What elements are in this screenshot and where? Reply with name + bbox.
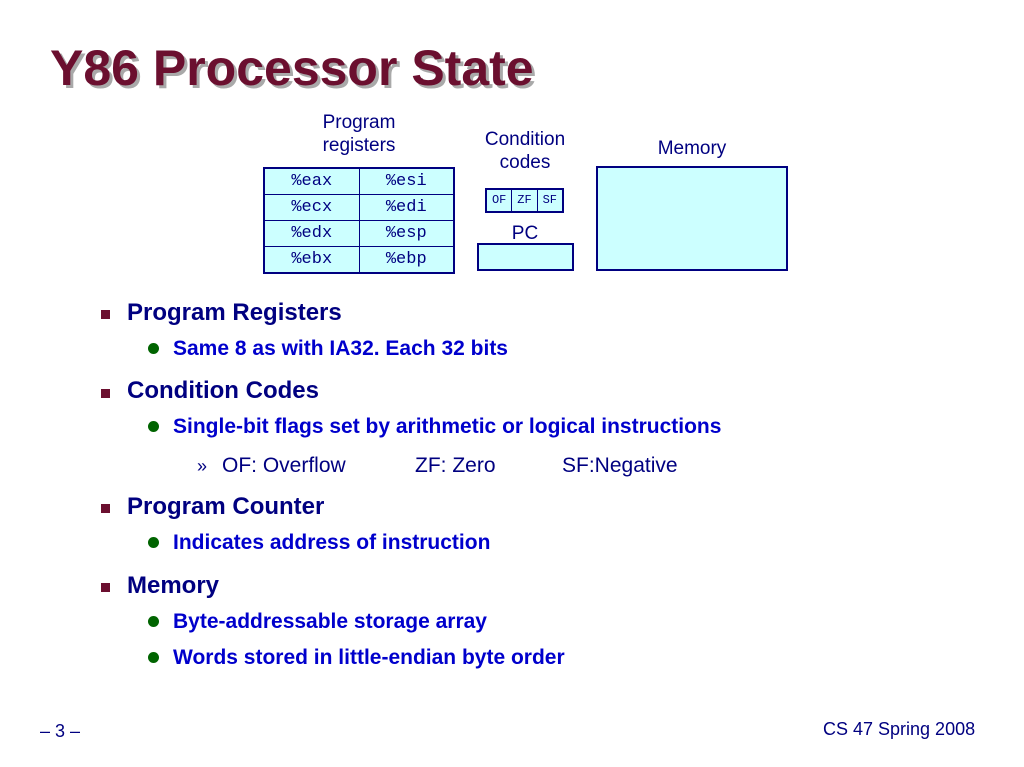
condition-codes-label-line-1: Condition — [484, 129, 566, 150]
flag-sf: SF — [542, 193, 558, 207]
condition-codes-box: OF ZF SF — [485, 188, 564, 213]
register-row: %eax %esi — [263, 167, 455, 195]
register-cell: %ebp — [358, 246, 455, 274]
sub-bullet: Words stored in little-endian byte order — [173, 646, 565, 669]
course-label: CS 47 Spring 2008 — [823, 719, 976, 739]
condition-codes-label: Condition codes — [467, 128, 583, 174]
square-bullet-icon — [101, 583, 110, 592]
register-cell: %edx — [263, 220, 360, 247]
sub-bullet: Byte-addressable storage array — [173, 610, 487, 633]
flag-description-zf: ZF: Zero — [415, 454, 496, 477]
memory-label: Memory — [657, 138, 727, 159]
condition-codes-label-line-2: codes — [499, 152, 551, 173]
register-row: %edx %esp — [263, 220, 455, 247]
flag-descriptions: OF: Overflow ZF: Zero SF:Negative — [222, 453, 678, 478]
bullet-program-registers: Program Registers — [127, 299, 342, 326]
round-bullet-icon — [148, 537, 159, 548]
register-cell: %eax — [263, 167, 360, 195]
square-bullet-icon — [101, 504, 110, 513]
register-cell: %esi — [358, 167, 455, 195]
flag-description-sf: SF:Negative — [562, 454, 678, 477]
square-bullet-icon — [101, 389, 110, 398]
memory-box — [596, 166, 788, 271]
round-bullet-icon — [148, 652, 159, 663]
flag-zf: ZF — [512, 190, 538, 211]
register-row: %ecx %edi — [263, 194, 455, 221]
flag-description-of: OF: Overflow — [222, 454, 346, 477]
slide-title: Y86 Processor State — [50, 40, 534, 96]
pc-box — [477, 243, 574, 271]
program-registers-label-line-2: registers — [322, 135, 396, 156]
page-number: – 3 – — [40, 721, 81, 741]
flag-of: OF — [487, 190, 513, 211]
sub-bullet: Single-bit flags set by arithmetic or lo… — [173, 415, 722, 438]
raquo-bullet-icon: » — [197, 456, 208, 476]
square-bullet-icon — [101, 310, 110, 319]
register-cell: %edi — [358, 194, 455, 221]
sub-bullet: Same 8 as with IA32. Each 32 bits — [173, 337, 508, 360]
round-bullet-icon — [148, 421, 159, 432]
sub-bullet: Indicates address of instruction — [173, 531, 491, 554]
round-bullet-icon — [148, 616, 159, 627]
pc-label: PC — [511, 223, 539, 244]
program-registers-label: Program registers — [300, 111, 418, 157]
bullet-condition-codes: Condition Codes — [127, 377, 319, 404]
register-cell: %ecx — [263, 194, 360, 221]
register-cell: %esp — [358, 220, 455, 247]
bullet-program-counter: Program Counter — [127, 493, 325, 520]
register-file: %eax %esi %ecx %edi %edx %esp %ebx %ebp — [263, 167, 455, 274]
round-bullet-icon — [148, 343, 159, 354]
program-registers-label-line-1: Program — [322, 112, 396, 133]
bullet-memory: Memory — [127, 572, 220, 599]
register-row: %ebx %ebp — [263, 246, 455, 274]
register-cell: %ebx — [263, 246, 360, 274]
